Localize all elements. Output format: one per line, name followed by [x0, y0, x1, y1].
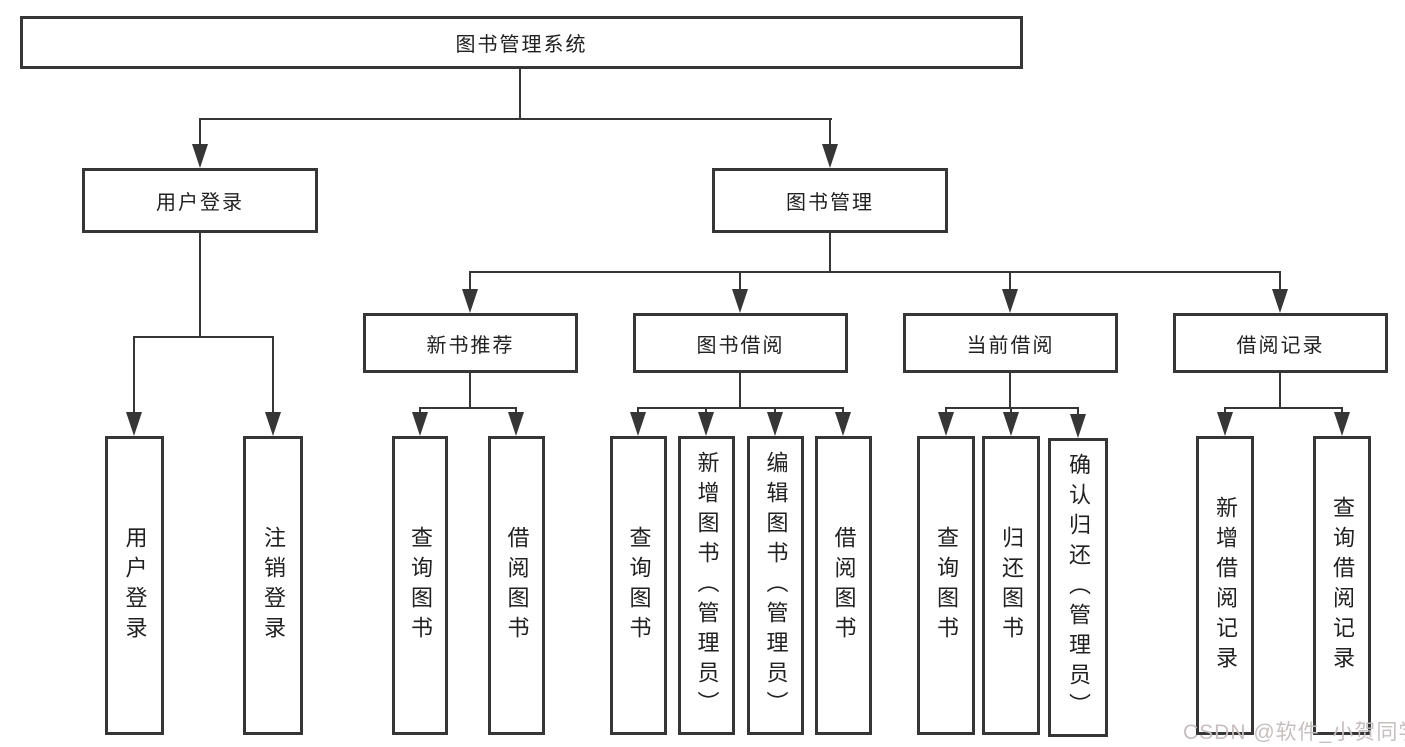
leaf-cb-return-books-label: 归还图书 [999, 525, 1024, 646]
arrow-down-icon [938, 412, 954, 436]
leaf-br-query-record: 查询借阅记录 [1313, 436, 1371, 735]
connector-borrow-records-branch [1224, 407, 1343, 409]
connector-root-branch [199, 118, 832, 120]
node-root: 图书管理系统 [20, 16, 1023, 69]
leaf-nbr-query-books-label: 查询图书 [408, 525, 433, 646]
arrow-down-icon [835, 412, 851, 436]
connector-user-login-drop [199, 233, 201, 337]
csdn-watermark: CSDN @软件_小贺同学 [1183, 721, 1405, 744]
connector-stem-current-borrow [1009, 271, 1011, 293]
leaf-br-add-record-label: 新增借阅记录 [1213, 495, 1238, 676]
connector-stem-user-login [199, 118, 201, 148]
node-user-login-branch-label: 用户登录 [156, 192, 244, 214]
connector-book-borrow-drop [739, 373, 741, 408]
arrow-down-icon [767, 412, 783, 436]
leaf-cb-confirm-return-admin: 确认归还（管理员） [1048, 438, 1108, 737]
leaf-cb-query-books: 查询图书 [917, 436, 975, 735]
leaf-bb-borrow-books: 借阅图书 [815, 436, 872, 735]
connector-current-borrow-drop [1009, 373, 1011, 408]
leaf-cb-query-books-label: 查询图书 [934, 525, 959, 646]
leaf-cb-return-books: 归还图书 [982, 436, 1040, 735]
leaf-bb-query-books: 查询图书 [610, 436, 667, 735]
node-root-label: 图书管理系统 [455, 34, 588, 56]
leaf-user-login: 用户登录 [105, 436, 164, 735]
connector-book-mgmt-branch [469, 271, 1281, 273]
arrow-down-icon [1272, 289, 1288, 313]
connector-book-borrow-branch [637, 407, 844, 409]
connector-stem-borrow-records [1279, 271, 1281, 293]
connector-stem-book-mgmt [829, 118, 831, 148]
arrow-down-icon [698, 412, 714, 436]
connector-stem-leaf-user-login [133, 336, 135, 418]
leaf-logout-label: 注销登录 [261, 525, 286, 646]
leaf-br-query-record-label: 查询借阅记录 [1330, 495, 1355, 676]
arrow-down-icon [1002, 289, 1018, 313]
connector-book-mgmt-drop [829, 233, 831, 272]
arrow-down-icon [192, 144, 208, 168]
leaf-bb-add-books-admin-label: 新增图书（管理员） [694, 450, 720, 721]
arrow-down-icon [1003, 412, 1019, 436]
connector-stem-new-book-rec [469, 271, 471, 293]
node-user-login-branch: 用户登录 [82, 168, 318, 233]
leaf-bb-edit-books-admin-label: 编辑图书（管理员） [763, 450, 789, 721]
leaf-br-add-record: 新增借阅记录 [1196, 436, 1254, 735]
arrow-down-icon [508, 412, 524, 436]
node-current-borrow: 当前借阅 [903, 313, 1118, 373]
connector-stem-leaf-logout [272, 336, 274, 418]
connector-borrow-records-drop [1279, 373, 1281, 408]
connector-root-drop [519, 69, 521, 119]
leaf-bb-add-books-admin: 新增图书（管理员） [678, 436, 735, 735]
node-new-book-rec-label: 新书推荐 [426, 334, 515, 357]
connector-stem-book-borrow [739, 271, 741, 293]
arrow-down-icon [265, 412, 281, 436]
leaf-bb-query-books-label: 查询图书 [626, 525, 652, 646]
node-book-borrow: 图书借阅 [633, 313, 848, 373]
arrow-down-icon [630, 412, 646, 436]
arrow-down-icon [126, 412, 142, 436]
node-new-book-rec: 新书推荐 [363, 313, 578, 373]
leaf-nbr-query-books: 查询图书 [392, 436, 448, 735]
leaf-bb-borrow-books-label: 借阅图书 [831, 525, 857, 646]
node-borrow-records-label: 借阅记录 [1236, 334, 1325, 357]
node-book-mgmt-branch: 图书管理 [712, 168, 948, 233]
connector-user-login-branch [133, 336, 274, 338]
node-book-borrow-label: 图书借阅 [696, 334, 785, 357]
leaf-bb-edit-books-admin: 编辑图书（管理员） [747, 436, 804, 735]
arrow-down-icon [462, 289, 478, 313]
arrow-down-icon [1334, 412, 1350, 436]
leaf-cb-confirm-return-admin-label: 确认归还（管理员） [1066, 452, 1091, 723]
connector-new-book-rec-branch [419, 407, 517, 409]
arrow-down-icon [1217, 412, 1233, 436]
connector-stem-cb-confirm [1077, 407, 1079, 418]
arrow-down-icon [1070, 414, 1086, 438]
connector-current-borrow-branch [945, 407, 1079, 409]
node-current-borrow-label: 当前借阅 [966, 334, 1055, 357]
node-borrow-records: 借阅记录 [1173, 313, 1388, 373]
leaf-logout: 注销登录 [243, 436, 303, 735]
connector-new-book-rec-drop [469, 373, 471, 408]
leaf-nbr-borrow-books-label: 借阅图书 [504, 525, 530, 646]
leaf-nbr-borrow-books: 借阅图书 [488, 436, 545, 735]
node-book-mgmt-branch-label: 图书管理 [786, 192, 874, 214]
arrow-down-icon [822, 144, 838, 168]
leaf-user-login-label: 用户登录 [122, 525, 148, 646]
arrow-down-icon [412, 412, 428, 436]
arrow-down-icon [732, 289, 748, 313]
